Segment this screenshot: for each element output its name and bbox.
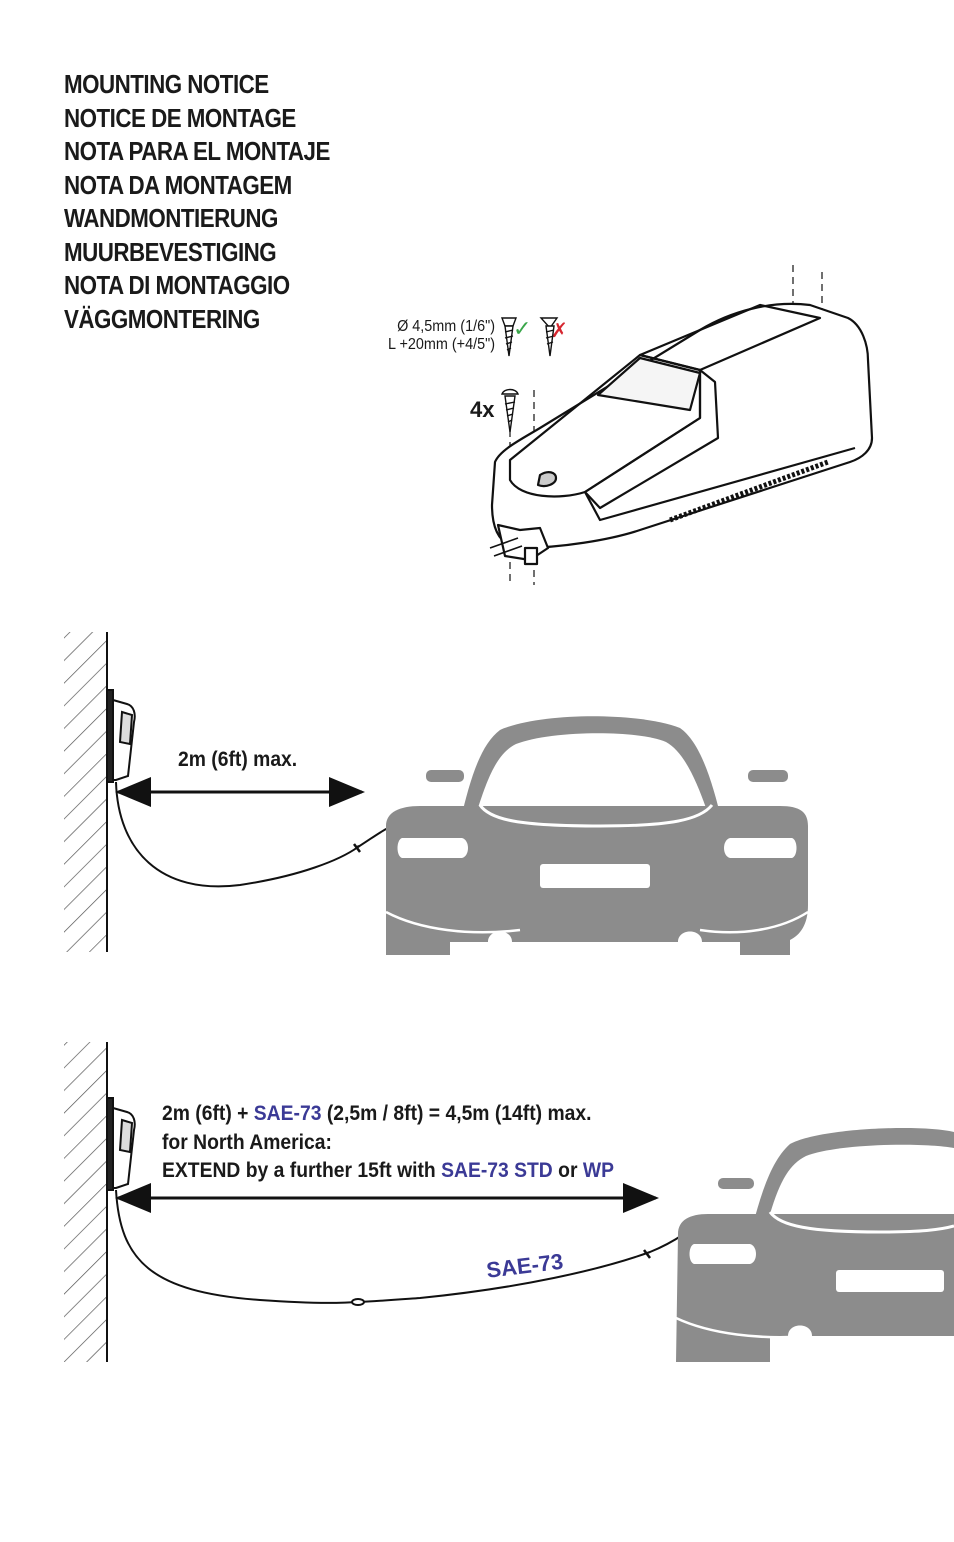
screw-length: L +20mm (+4/5"): [387, 336, 495, 353]
title-pt: NOTA DA MONTAGEM: [64, 169, 292, 200]
title-en: MOUNTING NOTICE: [64, 69, 269, 99]
title-fr: NOTICE DE MONTAGE: [64, 102, 296, 133]
charging-cable-1: [115, 781, 389, 888]
note-line-2: for North America:: [162, 1130, 332, 1154]
screw-wrong-icon: [539, 317, 559, 357]
screw-count: 4x: [470, 397, 495, 422]
title-es: NOTA PARA EL MONTAJE: [64, 136, 330, 166]
title-sv: VÄGGMONTERING: [64, 303, 260, 334]
charging-cable-2: [115, 1189, 685, 1304]
car-rear-illustration-1: [385, 716, 809, 955]
cross-icon: ✗: [551, 320, 568, 342]
title-it: NOTA DI MONTAGGIO: [64, 270, 290, 300]
diagram-wall-2: [64, 1042, 108, 1362]
charger-unit-illustration: [489, 265, 874, 585]
note-line-1: 2m (6ft) + SAE-73 (2,5m / 8ft) = 4,5m (1…: [162, 1100, 614, 1129]
note-line-3-wp: WP: [582, 1159, 614, 1182]
check-icon: ✓: [513, 316, 532, 341]
note-line-1-product: SAE-73: [253, 1102, 322, 1125]
note-line-3-a: EXTEND by a further 15ft with: [162, 1159, 442, 1182]
diagram-wall-1: [64, 632, 108, 952]
wall-charger-icon-1: [106, 689, 136, 783]
distance-note-2: 2m (6ft) + SAE-73 (2,5m / 8ft) = 4,5m (1…: [162, 1100, 614, 1186]
distance-label-1: 2m (6ft) max.: [178, 748, 298, 771]
wall-charger-icon-2: [106, 1097, 136, 1191]
note-line-1-c: (2,5m / 8ft) = 4,5m (14ft) max.: [321, 1102, 592, 1125]
screw-4x-icon: [501, 388, 519, 433]
title-nl: MUURBEVESTIGING: [64, 236, 277, 267]
title-de: WANDMONTIERUNG: [64, 203, 278, 233]
screw-diameter: Ø 4,5mm (1/6"): [397, 318, 495, 335]
note-line-3: EXTEND by a further 15ft with SAE-73 STD…: [162, 1157, 614, 1186]
note-line-3-c: or: [552, 1159, 583, 1182]
note-line-1-a: 2m (6ft) +: [162, 1102, 254, 1125]
screw-spec: Ø 4,5mm (1/6") L +20mm (+4/5"): [369, 318, 495, 354]
car-rear-illustration-2: [675, 1128, 954, 1362]
title-list: MOUNTING NOTICE NOTICE DE MONTAGE NOTA P…: [64, 68, 373, 336]
screw-ok-icon: [500, 317, 518, 357]
note-line-3-product: SAE-73 STD: [441, 1159, 553, 1182]
